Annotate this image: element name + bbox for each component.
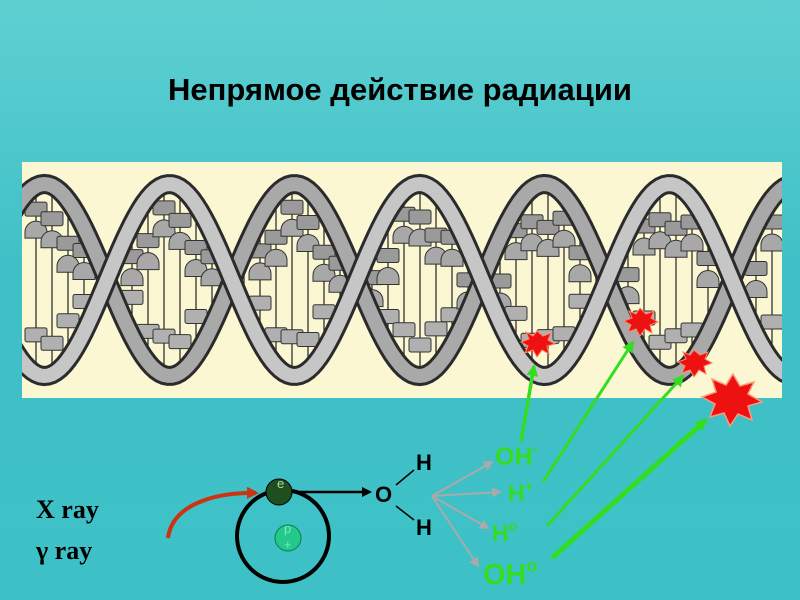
xray-label: X ray — [36, 495, 99, 524]
nucleotide-base — [152, 200, 176, 344]
fan-arrow-h-plus — [431, 487, 502, 498]
product-symbol: OH — [495, 443, 533, 471]
oxygen-atom: O — [375, 482, 393, 507]
product-charge: - — [532, 441, 538, 459]
product-hydrogen-ion: H+ — [508, 479, 533, 506]
product-hydroxide-ion: OH- — [495, 442, 538, 471]
oh-bond-top — [395, 469, 415, 486]
product-hydroxyl-radical: OHo — [483, 556, 537, 591]
incoming-ray-track — [166, 486, 259, 539]
nucleotide-base — [744, 261, 768, 299]
product-symbol: OH — [483, 559, 527, 591]
arrow-oh-minus-to-dna — [519, 364, 539, 443]
dna-strand-front — [5, 176, 799, 384]
arrow-h-plus-to-dna — [541, 340, 635, 483]
damage-burst-4 — [700, 372, 764, 428]
damage-burst-3 — [676, 349, 714, 378]
fan-arrow-h-radical — [431, 495, 490, 529]
arrow-oh-radical-to-dna — [550, 418, 708, 560]
product-radical-mark: o — [508, 519, 518, 536]
product-symbol: H — [508, 480, 525, 506]
fan-arrow-oh-radical — [431, 495, 480, 568]
dna-strand-back — [5, 176, 799, 384]
slide-title: Непрямое действие радиации — [168, 72, 632, 107]
arrow-h-radical-to-dna — [545, 374, 685, 528]
proton-nucleus — [274, 524, 302, 552]
gamma-ray-label: γ ray — [36, 536, 93, 565]
damage-burst-2 — [622, 307, 660, 337]
nucleotide-base — [296, 214, 320, 348]
hydrogen-atom-top: H — [416, 450, 432, 475]
fan-arrow-oh-minus — [431, 461, 494, 497]
product-radical-mark: o — [526, 555, 538, 576]
nucleotide-base — [56, 235, 80, 329]
proton-label: p — [284, 521, 292, 536]
proton-charge-label: + — [284, 537, 292, 552]
dna-double-helix — [2, 173, 800, 387]
nucleotide-base — [568, 245, 592, 309]
oh-bond-bottom — [395, 505, 415, 521]
hydrogen-atom-bottom: H — [416, 515, 432, 540]
damage-burst-1 — [519, 330, 557, 358]
product-charge: + — [524, 479, 533, 496]
nucleotide-base — [248, 243, 272, 311]
product-hydrogen-radical: Ho — [492, 519, 518, 546]
product-symbol: H — [492, 520, 509, 546]
dna-illustration-panel — [2, 162, 800, 398]
electron-label: e — [277, 476, 285, 491]
